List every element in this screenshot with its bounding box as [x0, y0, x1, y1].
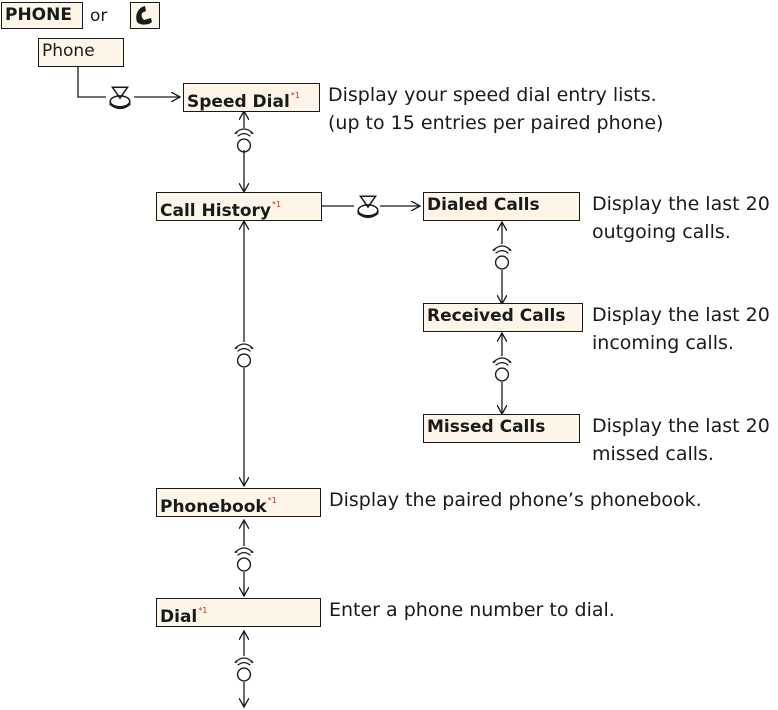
menu-dialed-calls-label: Dialed Calls	[427, 195, 540, 215]
phonebook-desc: Display the paired phone’s phonebook.	[329, 489, 702, 511]
phone-handset-icon[interactable]	[130, 2, 160, 29]
menu-speed-dial-label: Speed Dial	[187, 92, 290, 112]
rotate-knob-icon	[234, 547, 254, 572]
rotate-knob-icon	[492, 245, 512, 270]
menu-call-history-label: Call History	[160, 201, 271, 221]
dialed-desc-1: Display the last 20	[592, 193, 770, 215]
menu-phone-label: Phone	[42, 41, 95, 61]
rotate-knob-icon	[234, 343, 254, 368]
menu-dialed-calls[interactable]: Dialed Calls	[423, 192, 580, 221]
menu-phonebook[interactable]: Phonebook*1	[156, 488, 321, 517]
footnote-mark: *1	[271, 200, 282, 209]
menu-received-calls[interactable]: Received Calls	[423, 303, 583, 332]
footnote-mark: *1	[290, 91, 300, 100]
push-select-icon	[357, 195, 379, 219]
menu-speed-dial[interactable]: Speed Dial*1	[183, 83, 320, 112]
rotate-knob-icon	[234, 128, 254, 153]
menu-phone[interactable]: Phone	[38, 38, 124, 67]
menu-received-calls-label: Received Calls	[427, 306, 566, 326]
speed-dial-desc-1: Display your speed dial entry lists.	[328, 84, 657, 106]
menu-call-history[interactable]: Call History*1	[156, 192, 322, 221]
missed-desc-1: Display the last 20	[592, 415, 770, 437]
phone-button[interactable]: PHONE	[1, 2, 83, 29]
phone-button-label: PHONE	[5, 5, 72, 25]
menu-missed-calls[interactable]: Missed Calls	[423, 414, 580, 443]
dial-desc: Enter a phone number to dial.	[329, 599, 615, 621]
menu-dial[interactable]: Dial*1	[156, 598, 321, 627]
footnote-mark: *1	[267, 496, 277, 505]
rotate-knob-icon	[492, 357, 512, 382]
menu-missed-calls-label: Missed Calls	[427, 417, 546, 437]
or-text: or	[90, 6, 108, 26]
dialed-desc-2: outgoing calls.	[592, 221, 731, 243]
footnote-mark: *1	[198, 606, 208, 615]
menu-phonebook-label: Phonebook	[160, 497, 267, 517]
received-desc-2: incoming calls.	[592, 332, 734, 354]
received-desc-1: Display the last 20	[592, 304, 770, 326]
missed-desc-2: missed calls.	[592, 443, 714, 465]
rotate-knob-icon	[234, 657, 254, 682]
speed-dial-desc-2: (up to 15 entries per paired phone)	[328, 112, 664, 134]
menu-dial-label: Dial	[160, 607, 198, 627]
push-select-icon	[109, 86, 131, 110]
